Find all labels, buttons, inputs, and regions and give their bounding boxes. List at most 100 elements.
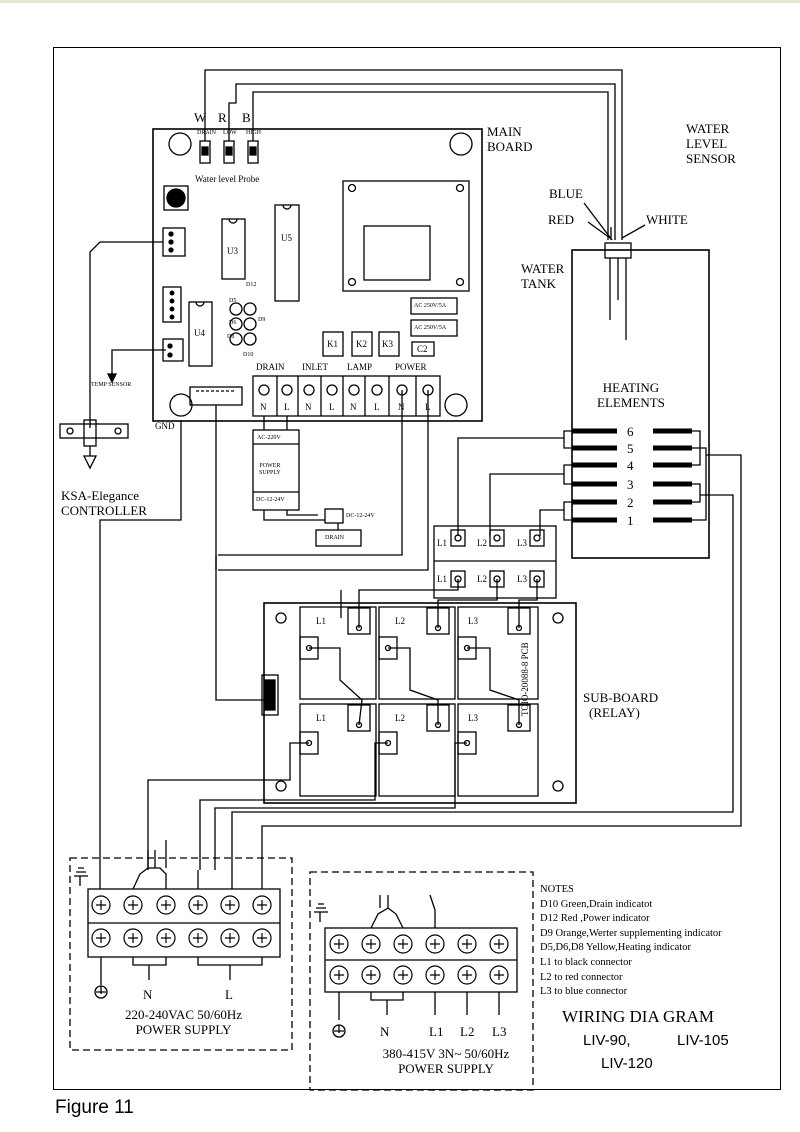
l1-top: L1: [437, 538, 447, 548]
relay-l2-top: L2: [395, 616, 405, 626]
note-d10: D10 Green,Drain indicatot: [540, 898, 653, 910]
k2-label: K2: [356, 339, 367, 349]
notes-heading: NOTES: [540, 884, 574, 895]
controller-cable: [59, 241, 182, 870]
element-5: 5: [627, 441, 634, 456]
power-supply-module: [252, 416, 362, 547]
u3-label: U3: [227, 246, 238, 256]
relay-l3-bottom: L3: [468, 713, 478, 723]
pin-high-label: HIGH: [246, 130, 261, 136]
gnd-label: GND: [155, 421, 175, 431]
pin-low-label: LOW: [223, 130, 237, 136]
model-liv-90: LIV-90,: [583, 1032, 631, 1049]
power-supply-2: [309, 871, 534, 1091]
ps2-l2-label: L2: [460, 1024, 475, 1039]
element-2: 2: [627, 495, 634, 510]
probe-caption: Water level Probe: [195, 174, 260, 184]
wire-w-label: W: [194, 110, 207, 125]
ps-ac-label: AC-220V: [257, 435, 281, 441]
wiring-diagram-title: WIRING DIA GRAM: [562, 1007, 715, 1026]
terminal-n1: N: [260, 402, 267, 412]
relay-l1-top: L1: [316, 616, 326, 626]
red-wire-label: RED: [548, 212, 574, 227]
ps2-l1-label: L1: [429, 1024, 444, 1039]
terminal-drain-label: DRAIN: [256, 362, 285, 372]
l2-bottom: L2: [477, 574, 487, 584]
ps2-l3-label: L3: [492, 1024, 507, 1039]
u5-label: U5: [281, 233, 292, 243]
terminal-l2: L: [329, 402, 335, 412]
d6-label: D6: [229, 320, 237, 326]
element-4: 4: [627, 458, 634, 473]
relay-l2-bottom: L2: [395, 713, 405, 723]
k1-label: K1: [327, 339, 338, 349]
l3-top: L3: [517, 538, 527, 548]
water-tank: [571, 202, 710, 559]
u4-label: U4: [194, 328, 205, 338]
relay-l3-top: L3: [468, 616, 478, 626]
terminal-inlet-label: INLET: [302, 362, 328, 372]
temp-sensor-label: TEMP SENSOR: [91, 382, 132, 388]
dc-label: DC-12-24V: [346, 513, 375, 519]
ps1-n-label: N: [143, 987, 153, 1002]
sub-board-label: SUB-BOARD(RELAY): [583, 690, 659, 720]
notes-block: NOTES D10 Green,Drain indicatot D12 Red …: [540, 883, 722, 1000]
terminal-l1: L: [284, 402, 290, 412]
drain-pump-label: DRAIN: [325, 535, 344, 541]
note-l3: L3 to blue connector: [540, 986, 628, 998]
model-liv-120: LIV-120: [601, 1055, 653, 1072]
main-board: [152, 128, 483, 422]
wire-b-label: B: [242, 110, 251, 125]
d5-label: D5: [229, 298, 237, 304]
pin-drain-label: DRAIN: [197, 130, 216, 136]
top-rule: [0, 0, 800, 3]
element-6: 6: [627, 424, 634, 439]
ps1-l-label: L: [225, 987, 233, 1002]
l-terminal-block: [433, 525, 557, 599]
d9-label: D9: [258, 317, 266, 323]
terminal-n4: N: [398, 402, 405, 412]
relay-rating-1: AC 250V/5A: [414, 303, 447, 309]
ps2-n-label: N: [380, 1024, 390, 1039]
probe-wires: [204, 69, 623, 240]
terminal-l4: L: [425, 402, 431, 412]
terminal-lamp-label: LAMP: [347, 362, 373, 372]
main-board-wires: [215, 390, 429, 701]
c2-label: C2: [417, 344, 428, 354]
blue-wire-label: BLUE: [549, 186, 583, 201]
relay-l1-bottom: L1: [316, 713, 326, 723]
note-d9: D9 Orange,Werter supplementing indicator: [540, 927, 722, 939]
ps-dc-label: DC-12-24V: [256, 497, 285, 503]
element-3: 3: [627, 477, 634, 492]
d8-label: D8: [227, 334, 235, 340]
l1-bottom: L1: [437, 574, 447, 584]
note-d5-d6-d8: D5,D6,D8 Yellow,Heating indicator: [540, 942, 691, 954]
terminal-power-label: POWER: [395, 362, 427, 372]
d12-label: D12: [246, 282, 257, 288]
power-supply-1: [69, 840, 293, 1051]
sub-board-wires: [147, 579, 538, 870]
wire-r-label: R: [218, 110, 227, 125]
sub-board-code: TOIO-20088-8 PCB: [520, 642, 530, 716]
note-l1: L1 to black connector: [540, 956, 632, 968]
terminal-n3: N: [350, 402, 357, 412]
note-d12: D12 Red ,Power indicator: [540, 913, 650, 925]
k3-label: K3: [382, 339, 393, 349]
white-wire-label: WHITE: [646, 212, 688, 227]
heating-elements: [231, 428, 742, 870]
terminal-n2: N: [305, 402, 312, 412]
relay-rating-2: AC 250V/5A: [414, 325, 447, 331]
l2-top: L2: [477, 538, 487, 548]
l3-bottom: L3: [517, 574, 527, 584]
model-liv-105: LIV-105: [677, 1032, 729, 1049]
figure-caption: Figure 11: [55, 1097, 134, 1118]
